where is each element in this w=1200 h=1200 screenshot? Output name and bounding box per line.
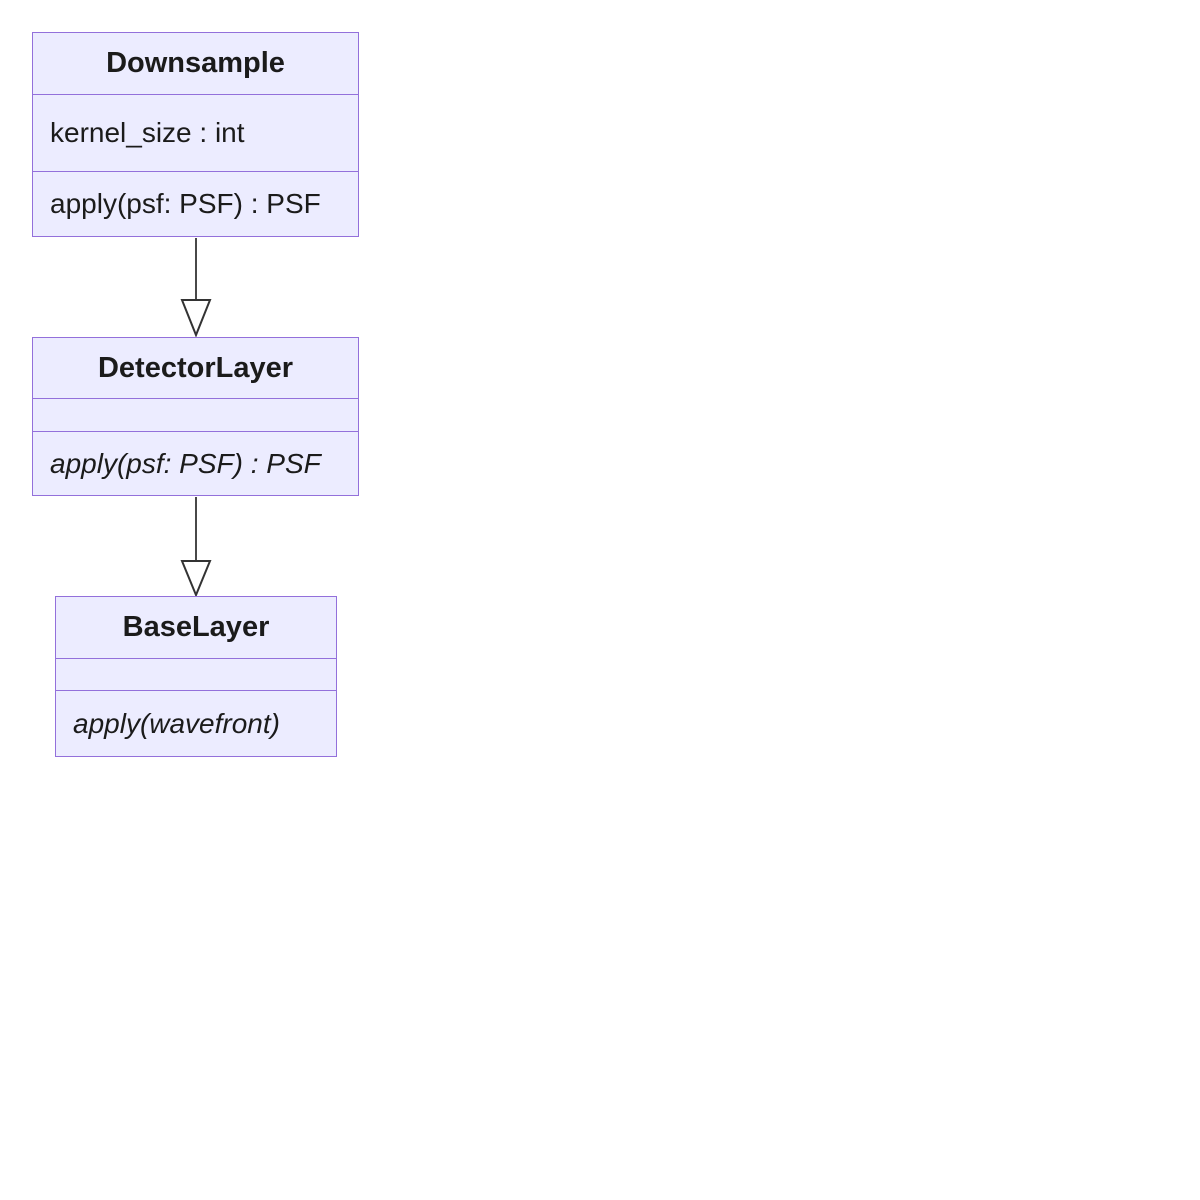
method-text: apply(psf: PSF) : PSF: [50, 188, 321, 219]
class-box-detectorlayer: DetectorLayer apply(psf: PSF) : PSF: [32, 337, 359, 496]
methods-section: apply(wavefront): [56, 690, 336, 756]
class-title: DetectorLayer: [97, 351, 294, 384]
class-title: Downsample: [106, 47, 285, 79]
inheritance-edge-downsample-detectorlayer: [180, 238, 212, 338]
inheritance-arrowhead-icon: [180, 299, 212, 338]
attributes-section-empty: [33, 398, 358, 431]
method-text-abstract: apply(psf: PSF) : PSF: [50, 447, 321, 479]
methods-section: apply(psf: PSF) : PSF: [33, 171, 358, 236]
inheritance-edge-detectorlayer-baselayer: [180, 497, 212, 598]
class-box-downsample: Downsample kernel_size : int apply(psf: …: [32, 32, 359, 237]
class-box-baselayer: BaseLayer apply(wavefront): [55, 596, 337, 757]
attribute-text: kernel_size : int: [50, 117, 245, 148]
class-title: BaseLayer: [122, 611, 270, 643]
inheritance-arrowhead-icon: [180, 560, 212, 598]
attributes-section: kernel_size : int: [33, 94, 358, 171]
methods-section: apply(psf: PSF) : PSF: [33, 431, 358, 495]
method-text-abstract: apply(wavefront): [73, 707, 280, 739]
attributes-section-empty: [56, 658, 336, 690]
